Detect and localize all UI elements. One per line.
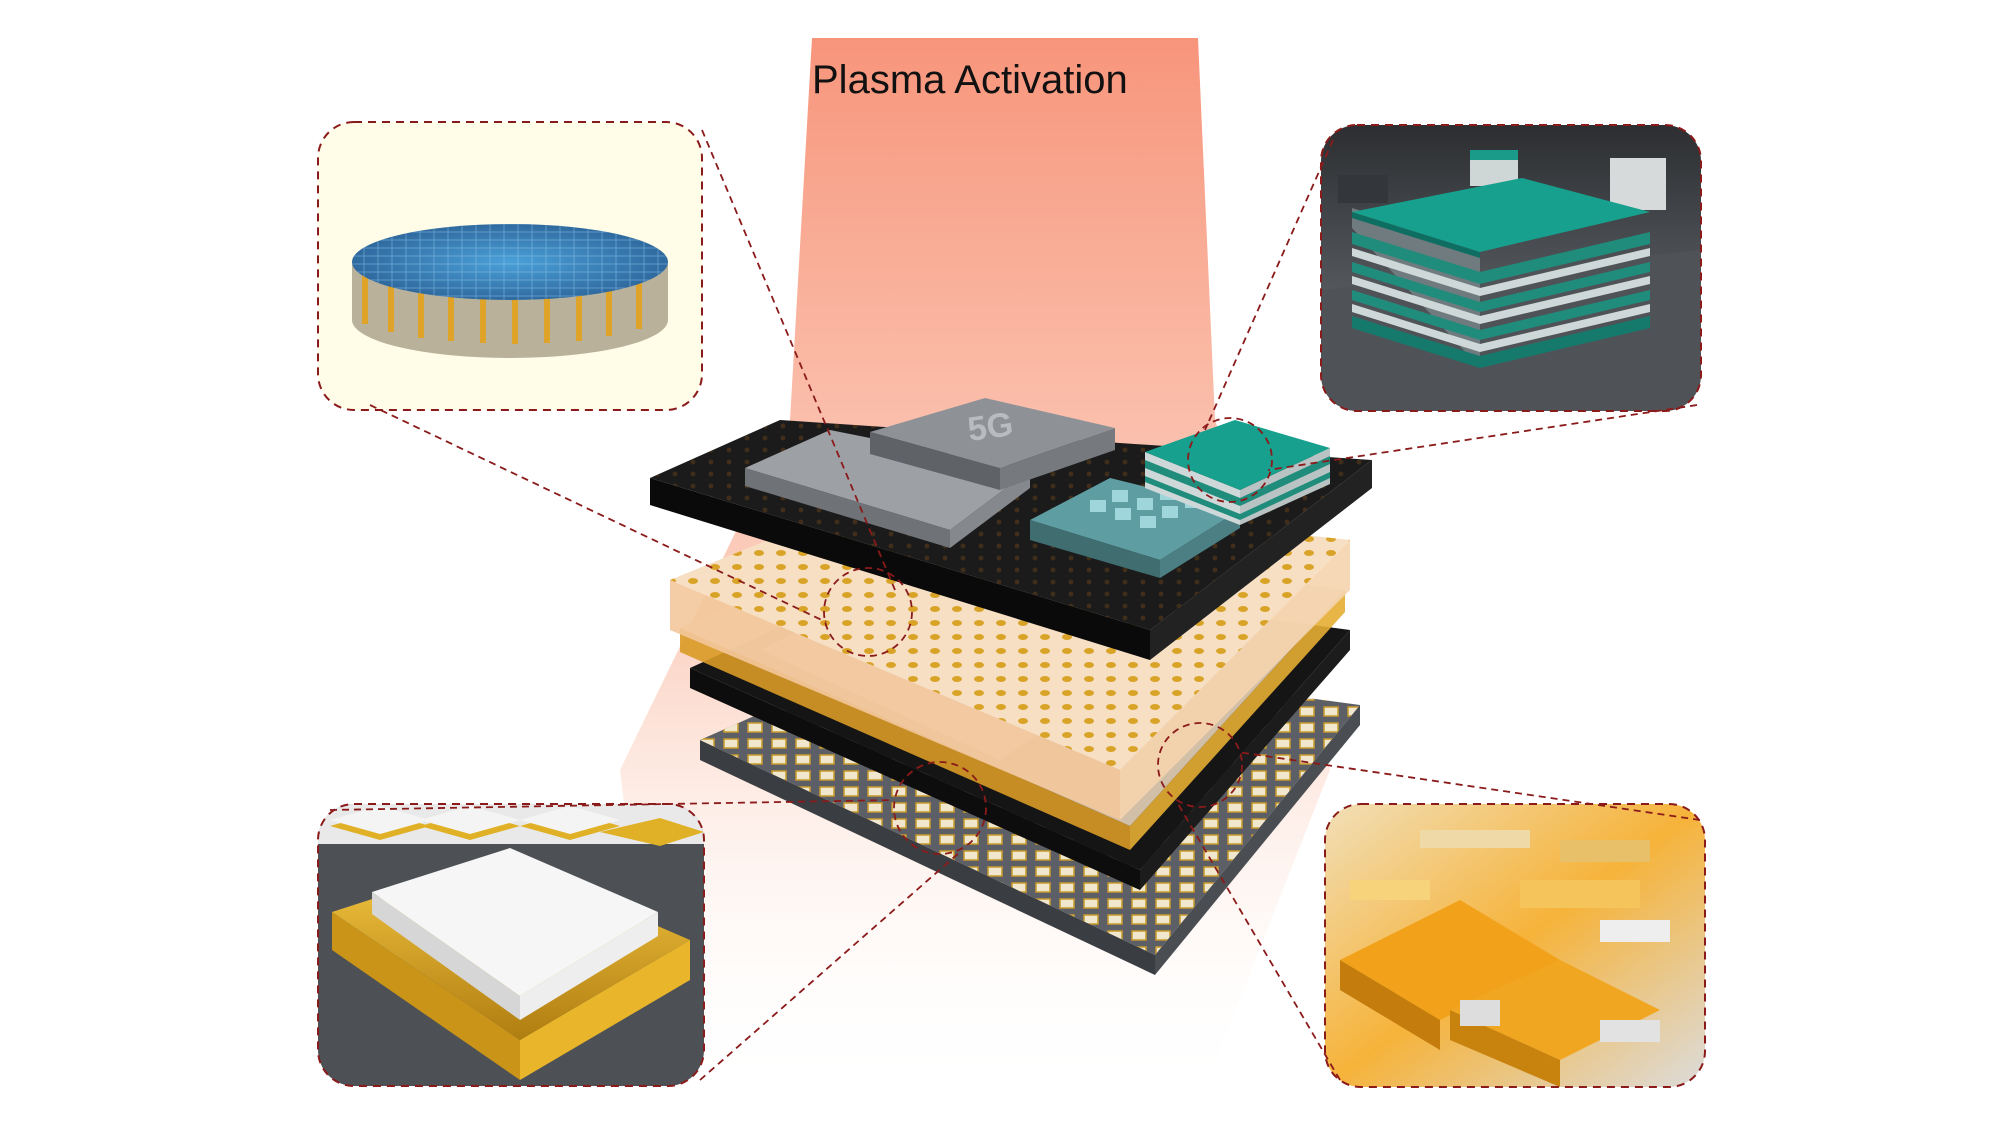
- interconnect-callout-panel: [1324, 803, 1706, 1088]
- magnifier-circles: [823, 417, 1273, 855]
- pad-white-coating: [372, 848, 658, 996]
- magnifier-chip-stack: [1187, 417, 1273, 503]
- magnifier-interconnect: [1157, 722, 1243, 808]
- wafer-callout-panel: [317, 121, 703, 411]
- package-stack: 5G: [650, 398, 1372, 975]
- magnifier-via: [823, 567, 913, 657]
- teal-memory-stack: [1145, 420, 1330, 525]
- callout-lines: [329, 129, 1701, 1081]
- glass-block: [745, 430, 1030, 548]
- chip-stack-layers: [1352, 232, 1650, 368]
- plasma-activation-title: Plasma Activation: [812, 58, 1128, 102]
- 5g-chip: 5G: [870, 398, 1115, 490]
- chip-stack-top: [1352, 178, 1650, 252]
- magnifier-pad: [893, 761, 987, 855]
- bonding-pad-callout-panel: [317, 803, 705, 1087]
- chip-stack-callout-panel: [1320, 124, 1702, 412]
- wafer-vias: [362, 270, 642, 344]
- chip-label: 5G: [965, 405, 1015, 449]
